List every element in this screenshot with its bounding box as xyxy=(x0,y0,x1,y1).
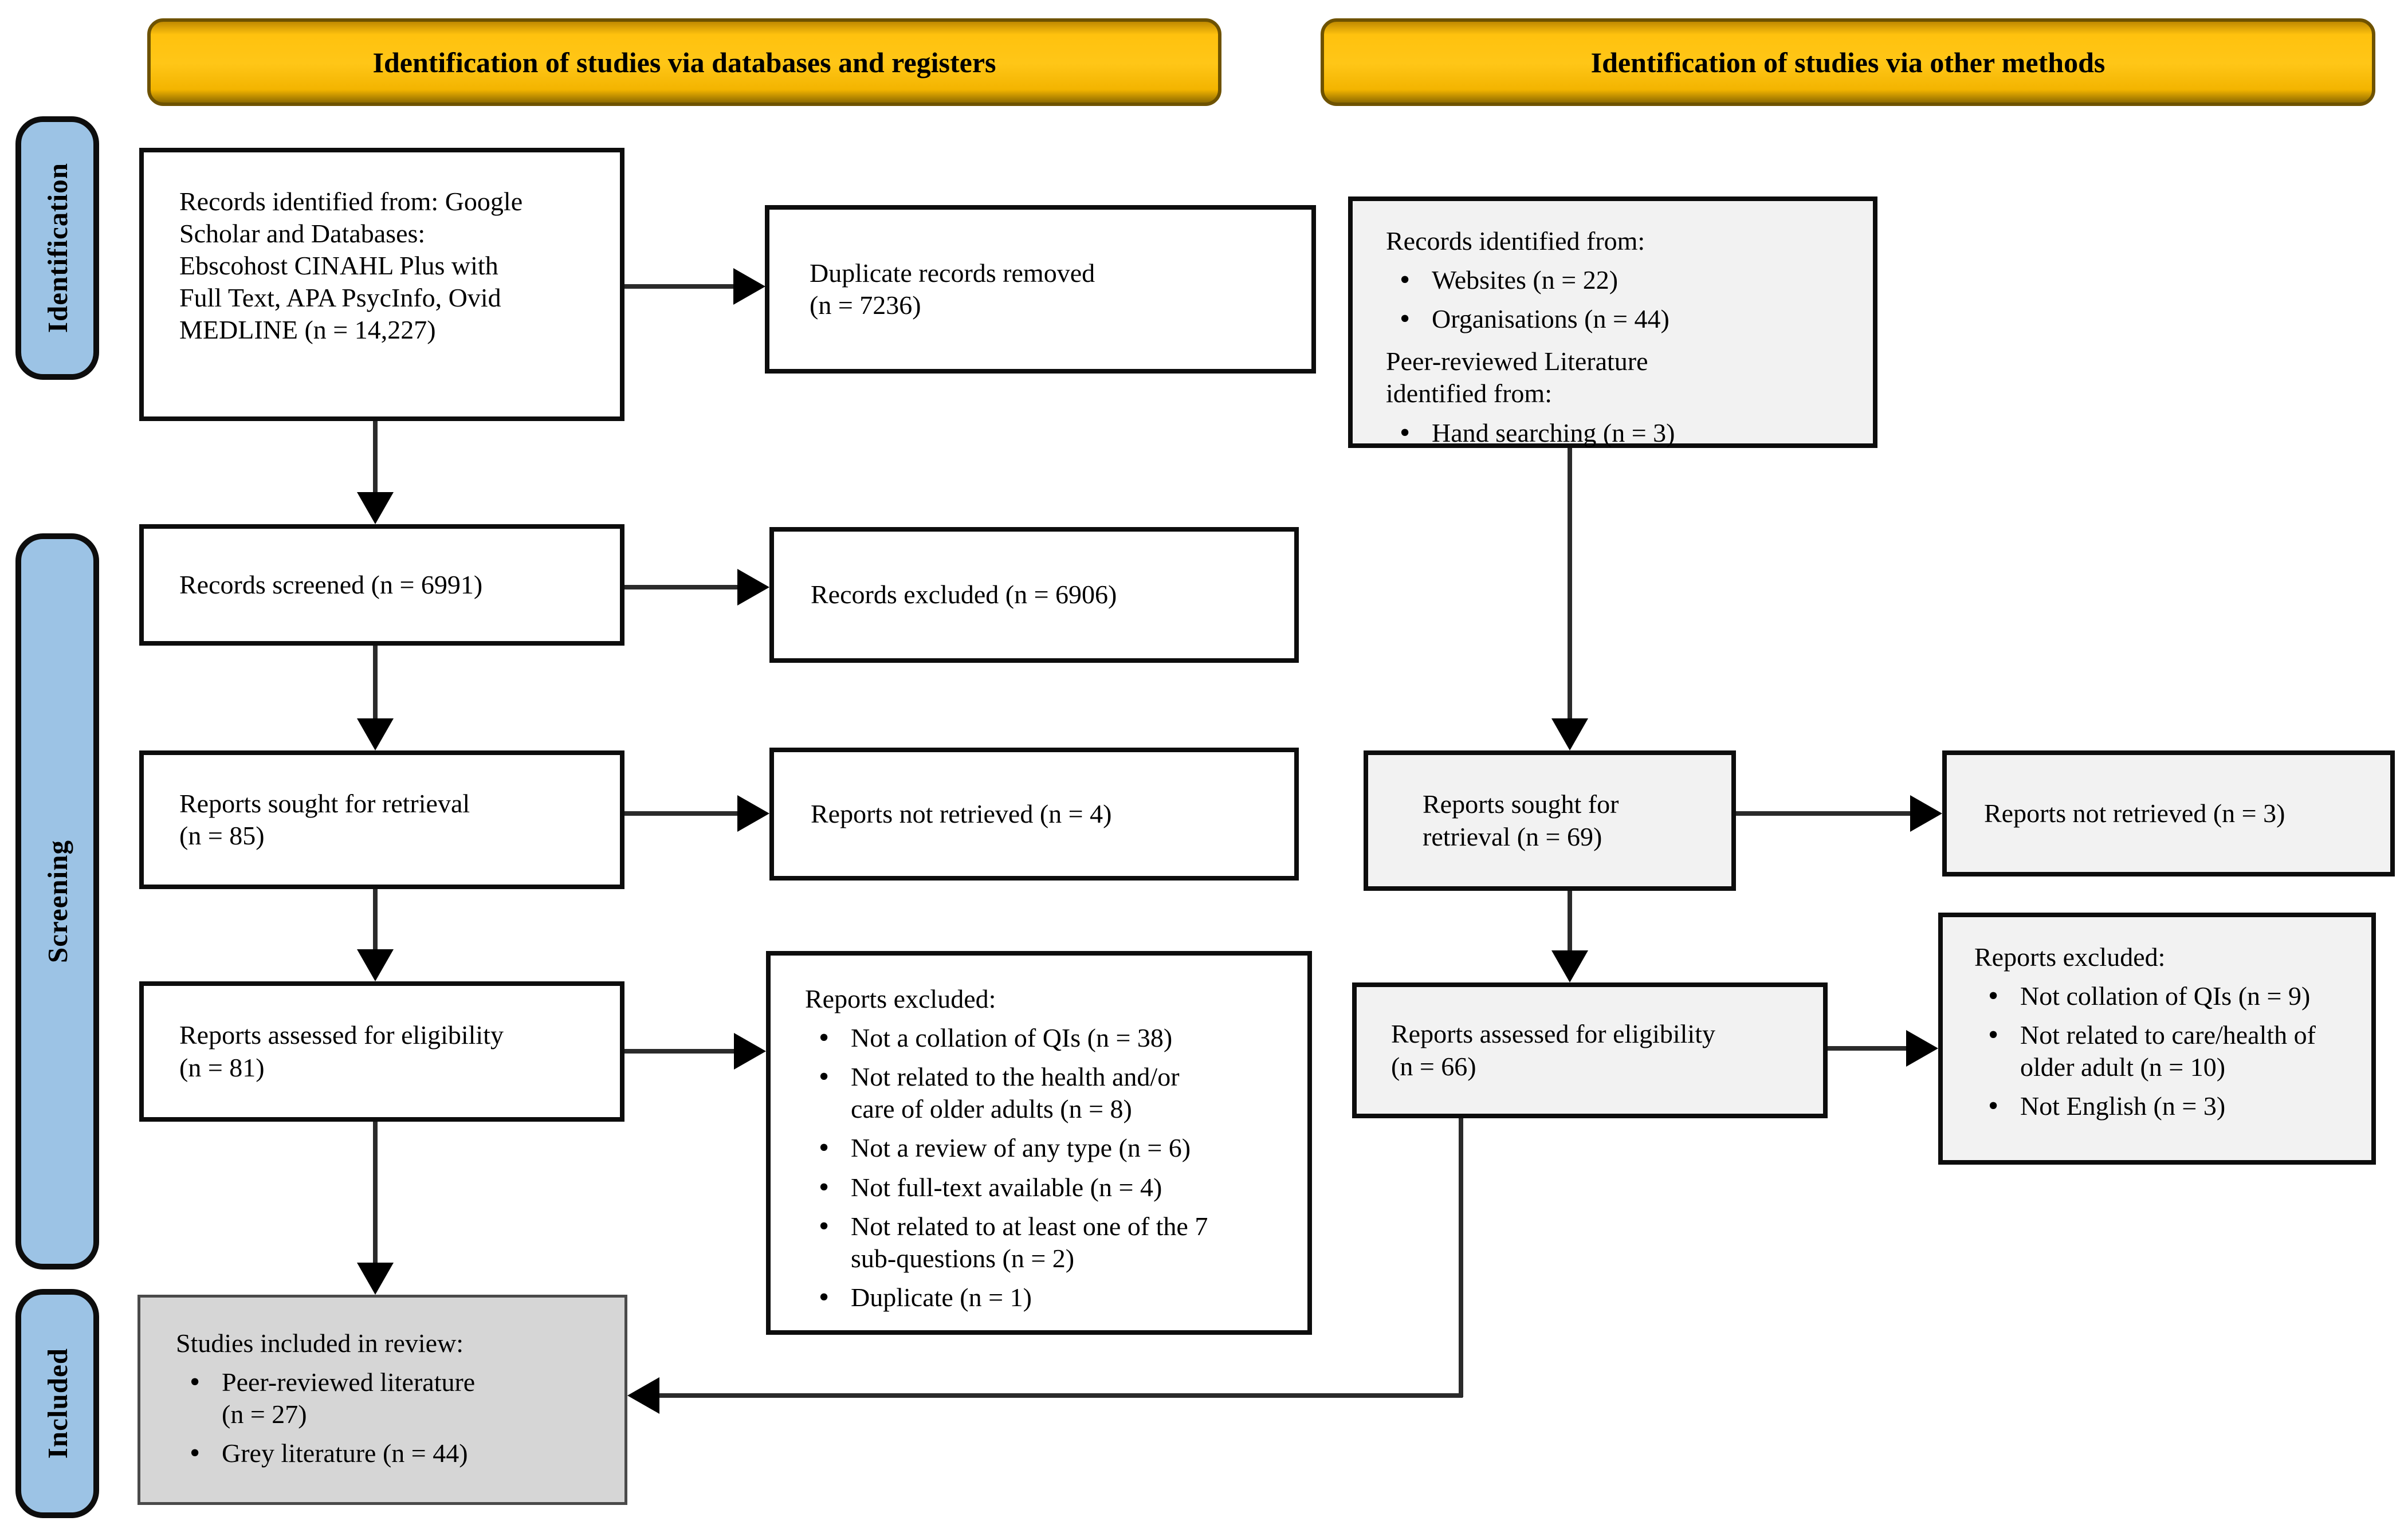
list-item: Not a review of any type (n = 6) xyxy=(805,1130,1290,1166)
box-reports-not-retrieved-other: Reports not retrieved (n = 3) xyxy=(1942,750,2395,877)
stage-identification-label: Identification xyxy=(41,163,73,333)
box-duplicate-records-removed: Duplicate records removed (n = 7236) xyxy=(765,205,1316,374)
connector-sought-to-assessed xyxy=(373,889,378,949)
arrowhead-left-icon xyxy=(627,1377,659,1414)
records-identified-other-subtitle: Peer-reviewed Literature identified from… xyxy=(1386,347,1648,408)
stage-included-label: Included xyxy=(41,1348,73,1459)
list-item: Not related to at least one of the 7 sub… xyxy=(805,1208,1290,1275)
box-reports-assessed-databases: Reports assessed for eligibility (n = 81… xyxy=(139,981,624,1122)
arrowhead-right-icon xyxy=(1906,1030,1938,1067)
list-item: Not a collation of QIs (n = 38) xyxy=(805,1020,1290,1056)
list-item: Hand searching (n = 3) xyxy=(1386,415,1856,451)
box-reports-excluded-databases: Reports excluded: Not a collation of QIs… xyxy=(766,951,1312,1335)
reports-assessed-other-text: Reports assessed for eligibility (n = 66… xyxy=(1391,1019,1715,1081)
stage-included: Included xyxy=(15,1289,99,1518)
reports-sought-other-text: Reports sought for retrieval (n = 69) xyxy=(1423,789,1619,851)
arrowhead-down-icon xyxy=(1551,950,1588,982)
connector-assessed-other-to-excluded xyxy=(1828,1046,1906,1051)
box-reports-sought-other: Reports sought for retrieval (n = 69) xyxy=(1364,750,1736,891)
stage-screening: Screening xyxy=(15,533,99,1269)
list-item: Grey literature (n = 44) xyxy=(176,1435,607,1472)
records-identified-databases-text: Records identified from: Google Scholar … xyxy=(179,187,523,345)
banner-other-label: Identification of studies via other meth… xyxy=(1590,46,2105,78)
arrowhead-down-icon xyxy=(357,492,394,524)
arrowhead-down-icon xyxy=(357,949,394,981)
banner-databases-registers: Identification of studies via databases … xyxy=(147,18,1221,106)
connector-sought-other-to-assessed xyxy=(1568,891,1572,950)
connector-identified-other-to-sought xyxy=(1568,448,1572,718)
stage-identification: Identification xyxy=(15,116,99,380)
arrowhead-right-icon xyxy=(734,1033,766,1070)
box-records-excluded: Records excluded (n = 6906) xyxy=(769,527,1299,663)
box-reports-not-retrieved-databases: Reports not retrieved (n = 4) xyxy=(769,748,1299,881)
box-records-screened: Records screened (n = 6991) xyxy=(139,524,624,646)
connector-assessed-other-to-included-horizontal xyxy=(659,1393,1463,1398)
list-item: Not related to care/health of older adul… xyxy=(1974,1017,2360,1083)
records-identified-other-title: Records identified from: xyxy=(1386,226,1645,256)
records-identified-other-list: Websites (n = 22) Organisations (n = 44) xyxy=(1386,262,1856,337)
records-identified-other-list2: Hand searching (n = 3) xyxy=(1386,415,1856,451)
studies-included-list: Peer-reviewed literature (n = 27) Grey l… xyxy=(176,1364,607,1472)
list-item: Websites (n = 22) xyxy=(1386,262,1856,298)
connector-assessed-to-included xyxy=(373,1122,378,1263)
arrowhead-right-icon xyxy=(1910,795,1942,832)
arrowhead-down-icon xyxy=(357,1263,394,1295)
box-studies-included: Studies included in review: Peer-reviewe… xyxy=(138,1295,627,1505)
studies-included-title: Studies included in review: xyxy=(176,1329,464,1358)
box-reports-sought-databases: Reports sought for retrieval (n = 85) xyxy=(139,750,624,889)
reports-sought-databases-text: Reports sought for retrieval (n = 85) xyxy=(179,788,470,850)
reports-excluded-other-title: Reports excluded: xyxy=(1974,942,2166,972)
connector-screened-to-excluded xyxy=(624,585,737,589)
connector-sought-other-to-not-retrieved xyxy=(1736,811,1910,816)
arrowhead-right-icon xyxy=(737,795,769,832)
box-reports-assessed-other: Reports assessed for eligibility (n = 66… xyxy=(1352,982,1828,1118)
list-item: Not collation of QIs (n = 9) xyxy=(1974,978,2360,1015)
records-excluded-text: Records excluded (n = 6906) xyxy=(811,580,1117,610)
arrowhead-right-icon xyxy=(737,569,769,606)
list-item: Not English (n = 3) xyxy=(1974,1088,2360,1125)
records-screened-text: Records screened (n = 6991) xyxy=(179,569,483,599)
arrowhead-right-icon xyxy=(733,268,765,305)
reports-excluded-databases-title: Reports excluded: xyxy=(805,984,996,1013)
list-item: Not related to the health and/or care of… xyxy=(805,1059,1290,1125)
box-records-identified-other: Records identified from: Websites (n = 2… xyxy=(1348,196,1877,451)
duplicate-records-removed-text: Duplicate records removed (n = 7236) xyxy=(810,258,1095,320)
stage-screening-label: Screening xyxy=(41,840,73,963)
reports-assessed-databases-text: Reports assessed for eligibility (n = 81… xyxy=(179,1020,504,1082)
reports-excluded-other-list: Not collation of QIs (n = 9) Not related… xyxy=(1974,978,2360,1125)
connector-sought-to-not-retrieved xyxy=(624,811,737,816)
list-item: Not full-text available (n = 4) xyxy=(805,1169,1290,1206)
connector-identified-to-screened xyxy=(373,421,378,492)
connector-assessed-to-excluded xyxy=(624,1049,734,1054)
box-records-identified-databases: Records identified from: Google Scholar … xyxy=(139,148,624,421)
reports-excluded-databases-list: Not a collation of QIs (n = 38) Not rela… xyxy=(805,1020,1290,1316)
banner-other-methods: Identification of studies via other meth… xyxy=(1321,18,2375,106)
arrowhead-down-icon xyxy=(357,718,394,750)
connector-screened-to-sought xyxy=(373,646,378,718)
banner-databases-label: Identification of studies via databases … xyxy=(372,46,996,78)
reports-not-retrieved-databases-text: Reports not retrieved (n = 4) xyxy=(811,799,1112,828)
box-reports-excluded-other: Reports excluded: Not collation of QIs (… xyxy=(1938,913,2376,1165)
list-item: Peer-reviewed literature (n = 27) xyxy=(176,1364,607,1430)
arrowhead-down-icon xyxy=(1551,718,1588,750)
reports-not-retrieved-other-text: Reports not retrieved (n = 3) xyxy=(1984,798,2285,828)
connector-assessed-other-to-included-vertical xyxy=(1459,1118,1463,1397)
list-item: Duplicate (n = 1) xyxy=(805,1279,1290,1316)
list-item: Organisations (n = 44) xyxy=(1386,301,1856,337)
connector-identified-to-duplicates xyxy=(624,284,733,289)
